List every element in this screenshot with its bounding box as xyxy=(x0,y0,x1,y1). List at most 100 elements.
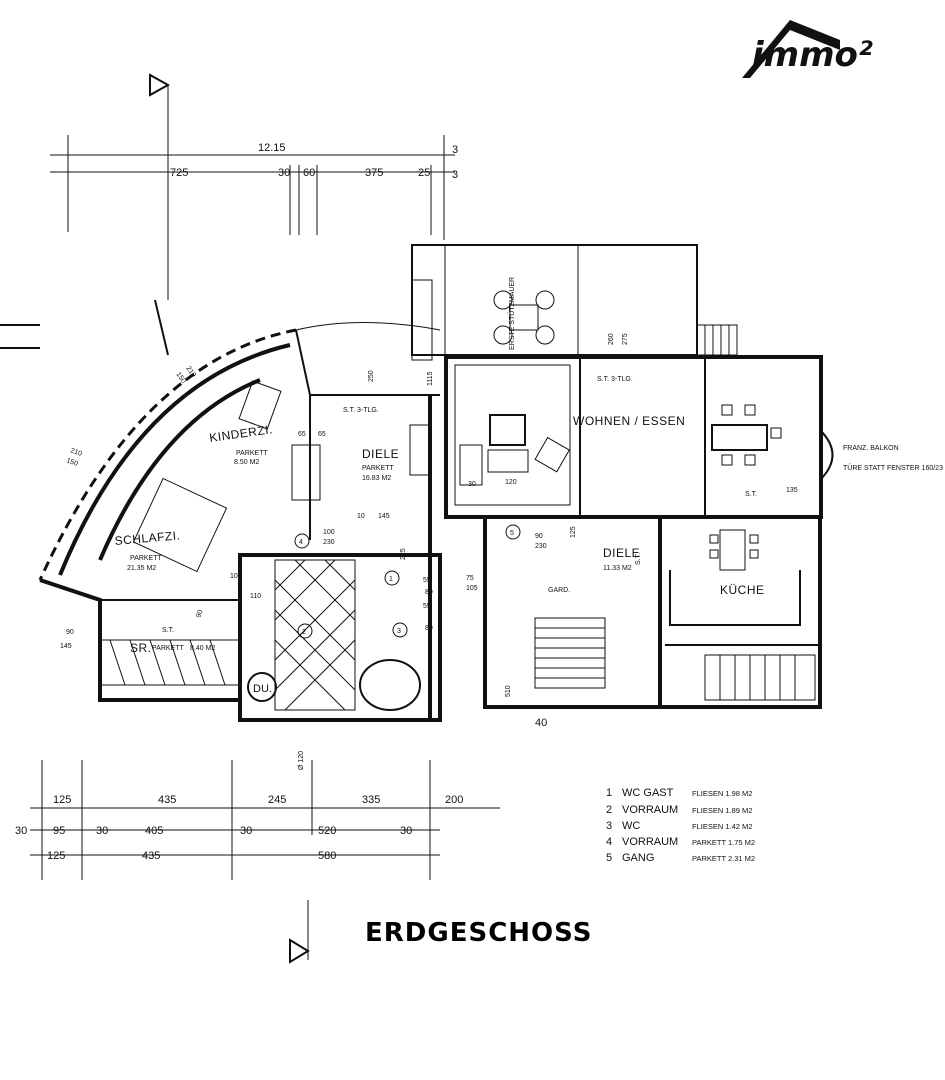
dim-top-25: 25 xyxy=(418,167,430,179)
dim-150b: 150 xyxy=(65,457,78,468)
room-diele-right-name: DIELE xyxy=(603,546,640,560)
dim-55a: 55 xyxy=(423,577,431,584)
dim-145: 145 xyxy=(60,643,72,650)
dim-b1-435: 435 xyxy=(158,794,176,806)
dim-230b: 230 xyxy=(535,543,547,550)
room-kueche-name: KÜCHE xyxy=(720,583,765,597)
dim-top-375: 375 xyxy=(365,167,383,179)
dim-145: 145 xyxy=(378,513,390,520)
room-schlafzimmer-area: 21.35 M2 xyxy=(127,565,156,572)
annotation-st3tlg-right: S.T. 3-TLG. xyxy=(597,376,633,383)
dim-210b: 210 xyxy=(69,447,82,458)
marker-1: 1 xyxy=(389,576,393,583)
legend-3-num: 3 xyxy=(606,820,612,832)
dim-250: 250 xyxy=(368,370,375,382)
legend-5-info: PARKETT 2.31 M2 xyxy=(692,854,755,863)
room-labels: KINDERZI. PARKETT 8.50 M2 SCHLAFZI. PARK… xyxy=(114,414,764,695)
dim-b3-435: 435 xyxy=(142,850,160,862)
immo-logo: immo² xyxy=(742,20,873,78)
marker-5: 5 xyxy=(510,530,514,537)
bathroom-tiles xyxy=(247,559,421,711)
legend-2-name: VORRAUM xyxy=(622,804,678,816)
legend-4-num: 4 xyxy=(606,836,612,848)
logo-text: immo² xyxy=(752,35,873,75)
dim-10b: 10 xyxy=(230,573,238,580)
dim-b1-200: 200 xyxy=(445,794,463,806)
inner-dimensions: 210 150 210 150 90 145 260 275 250 1115 … xyxy=(60,333,798,770)
dim-105: 105 xyxy=(466,585,478,592)
dim-90c: 90 xyxy=(195,609,204,619)
legend-1-info: FLIESEN 1.98 M2 xyxy=(692,789,752,798)
dim-80b: 80 xyxy=(425,625,433,632)
dim-b2-520: 520 xyxy=(318,825,336,837)
dim-b3-580: 580 xyxy=(318,850,336,862)
room-schlafzimmer-floor: PARKETT xyxy=(130,555,162,562)
legend-1-num: 1 xyxy=(606,787,612,799)
section-marker-top xyxy=(149,73,171,356)
dim-top-30: 30 xyxy=(278,167,290,179)
room-wohnen-essen-name: WOHNEN / ESSEN xyxy=(573,414,685,428)
dim-90b: 90 xyxy=(535,533,543,540)
dim-65b: 65 xyxy=(318,431,326,438)
dim-b2-95: 95 xyxy=(53,825,65,837)
dim-1115: 1115 xyxy=(427,371,434,386)
dim-b1-335: 335 xyxy=(362,794,380,806)
marker-3: 3 xyxy=(397,628,401,635)
room-diele-left-name: DIELE xyxy=(362,447,399,461)
room-legend: 1 WC GAST FLIESEN 1.98 M2 2 VORRAUM FLIE… xyxy=(606,787,755,864)
legend-2-info: FLIESEN 1.89 M2 xyxy=(692,806,752,815)
room-schrankraum-area: 8.40 M2 xyxy=(190,645,215,652)
legend-4-info: PARKETT 1.75 M2 xyxy=(692,838,755,847)
dim-150a: 150 xyxy=(174,371,186,385)
dim-b1-125: 125 xyxy=(53,794,71,806)
marker-2: 2 xyxy=(302,629,306,636)
dim-top-total: 12.15 xyxy=(258,142,286,154)
annotation-st3tlg-left: S.T. 3-TLG. xyxy=(343,407,379,414)
dim-100: 100 xyxy=(323,529,335,536)
bottom-dimensions: 125 435 245 335 200 30 95 30 405 30 520 … xyxy=(15,760,500,880)
stairs-main xyxy=(534,617,816,701)
furniture xyxy=(99,364,834,711)
floor-title: ERDGESCHOSS xyxy=(365,918,592,948)
dim-30: 30 xyxy=(468,481,476,488)
annotations: FRANZ. BALKON TÜRE STATT FENSTER 160/23 … xyxy=(162,376,943,634)
dim-b1-245: 245 xyxy=(268,794,286,806)
legend-5-num: 5 xyxy=(606,852,612,864)
legend-5-name: GANG xyxy=(622,852,654,864)
exterior-walls xyxy=(100,355,823,722)
annotation-st-right: S.T. xyxy=(745,491,757,498)
label-stuetzmauer: ERSTE STÜTZMAUER xyxy=(508,277,516,350)
room-gard-name: GARD. xyxy=(548,587,570,594)
room-diele-left-floor: PARKETT xyxy=(362,465,394,472)
dim-10a: 10 xyxy=(357,513,365,520)
dim-75: 75 xyxy=(466,575,474,582)
marker-4: 4 xyxy=(299,539,303,546)
terrace: ERSTE STÜTZMAUER xyxy=(411,244,738,361)
annotation-balkon-1: FRANZ. BALKON xyxy=(843,445,899,452)
legend-3-name: WC xyxy=(622,820,640,832)
annotation-balkon-2: TÜRE STATT FENSTER 160/23 xyxy=(843,464,943,472)
legend-3-info: FLIESEN 1.42 M2 xyxy=(692,822,752,831)
circle-markers: 1 2 3 4 5 xyxy=(294,524,521,639)
room-schrankraum-floor: PARKETT xyxy=(152,645,184,652)
dim-top-3b: 3 xyxy=(452,169,458,181)
dim-40: 40 xyxy=(535,717,547,729)
dim-b2-30c: 30 xyxy=(240,825,252,837)
dim-135: 135 xyxy=(786,487,798,494)
dim-55b: 55 xyxy=(423,603,431,610)
dim-b2-30b: 30 xyxy=(96,825,108,837)
annotation-st-sr: S.T. xyxy=(162,627,174,634)
dim-125: 125 xyxy=(570,526,577,538)
dim-65a: 65 xyxy=(298,431,306,438)
section-marker-bottom xyxy=(289,900,310,964)
dim-275: 275 xyxy=(622,333,629,345)
dim-230: 230 xyxy=(323,539,335,546)
dim-90: 90 xyxy=(66,629,74,636)
room-schrankraum-name: SR. xyxy=(130,641,152,655)
top-dimensions: 12.15 3 3 725 30 60 375 25 xyxy=(50,135,458,240)
dim-120r: 120 xyxy=(505,479,517,486)
dim-110: 110 xyxy=(250,593,261,600)
legend-4-name: VORRAUM xyxy=(622,836,678,848)
room-schlafzimmer-name: SCHLAFZI. xyxy=(114,528,181,548)
